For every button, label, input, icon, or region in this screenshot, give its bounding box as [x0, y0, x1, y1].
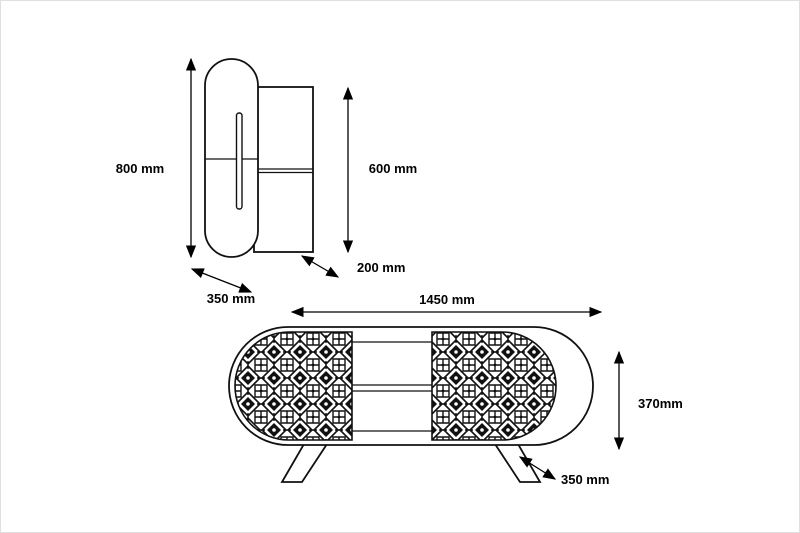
dimension-tv-width: 1450 mm [290, 292, 603, 318]
wall-cabinet-door-handle [235, 112, 243, 210]
dimension-wall-height: 800 mm [116, 57, 197, 259]
wall-cabinet-shelf [254, 168, 313, 174]
wall-unit: 800 mm 600 mm 200 mm 350 mm [116, 57, 417, 306]
dim-label-800: 800 mm [116, 161, 164, 176]
tv-unit: 1450 mm 370mm 350 mm [228, 292, 683, 487]
dimension-tv-depth: 350 mm [518, 456, 609, 487]
tv-shelf-middle [352, 384, 432, 392]
dimension-wall-width: 350 mm [190, 268, 255, 306]
dim-line-350-tv [518, 456, 557, 480]
dim-label-1450: 1450 mm [419, 292, 475, 307]
dim-label-350-tv: 350 mm [561, 472, 609, 487]
tv-left-door-ornament [234, 331, 353, 441]
tv-right-door-ornament [431, 331, 557, 441]
dim-label-350-wall: 350 mm [207, 291, 255, 306]
dim-label-370: 370mm [638, 396, 683, 411]
dimension-wall-box-height: 600 mm [342, 86, 417, 254]
dim-line-350-wall [190, 268, 253, 293]
dim-line-200 [300, 255, 340, 278]
dim-label-600: 600 mm [369, 161, 417, 176]
dimension-wall-box-depth: 200 mm [300, 255, 405, 278]
dimension-tv-height: 370mm [613, 350, 683, 451]
dim-label-200: 200 mm [357, 260, 405, 275]
tv-leg-right [493, 443, 542, 483]
tv-leg-left [280, 443, 329, 483]
wall-cabinet-oval-door [204, 58, 259, 258]
tv-open-shelf [352, 341, 432, 432]
